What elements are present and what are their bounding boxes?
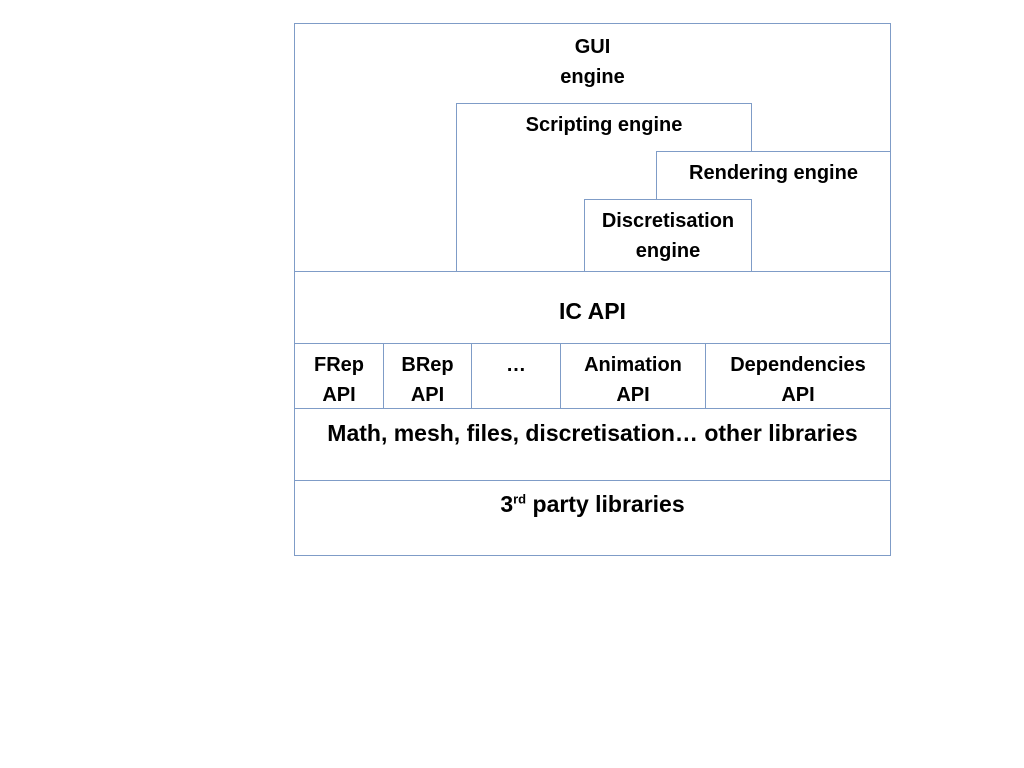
other-libraries-label: Math, mesh, files, discretisation… other… <box>327 420 858 446</box>
brep-api-box: BRep API <box>383 343 472 409</box>
third-party-libraries-box: 3rd party libraries <box>294 480 891 556</box>
brep-api-label: BRep API <box>401 354 454 406</box>
discretisation-engine-box: Discretisation engine <box>584 199 752 273</box>
discretisation-engine-label: Discretisation engine <box>601 210 735 262</box>
other-libraries-box: Math, mesh, files, discretisation… other… <box>294 408 891 481</box>
animation-api-box: Animation API <box>560 343 706 409</box>
ellipsis-api-label: … <box>506 354 526 376</box>
dependencies-api-label: Dependencies API <box>730 354 866 406</box>
ic-api-label: IC API <box>559 298 626 324</box>
ic-api-box: IC API <box>294 271 891 344</box>
frep-api-box: FRep API <box>294 343 384 409</box>
scripting-engine-label: Scripting engine <box>525 114 683 136</box>
rendering-engine-label: Rendering engine <box>689 162 858 184</box>
third-party-libraries-label: 3rd party libraries <box>500 491 685 517</box>
dependencies-api-box: Dependencies API <box>705 343 891 409</box>
animation-api-label: Animation API <box>584 354 682 406</box>
frep-api-label: FRep API <box>314 354 364 406</box>
gui-engine-label: GUI engine <box>560 36 625 88</box>
ellipsis-api-box: … <box>471 343 561 409</box>
